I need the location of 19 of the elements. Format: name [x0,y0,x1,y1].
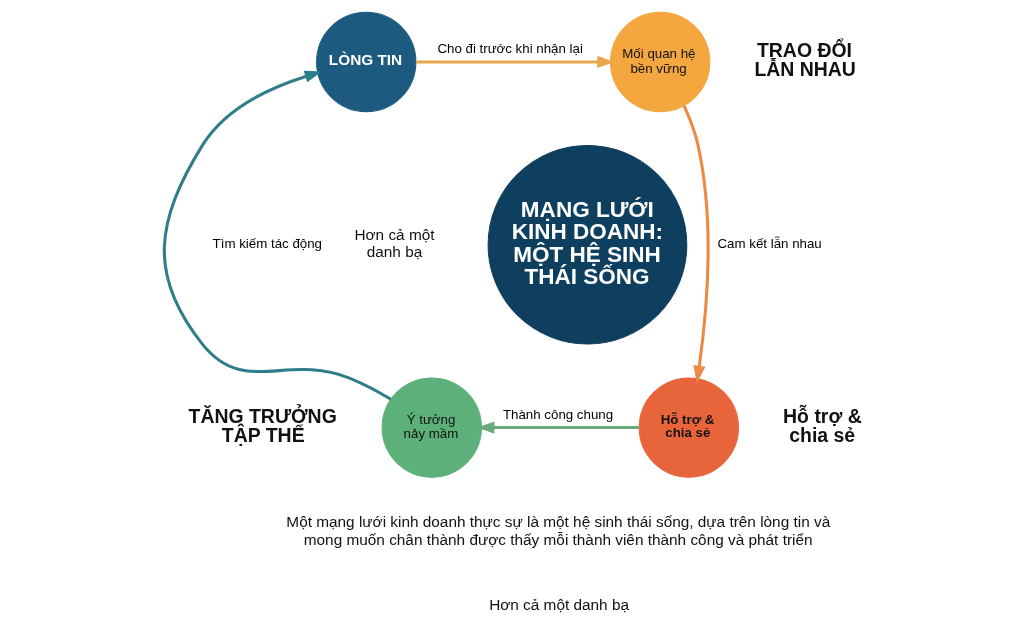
edge-label: Cam kết lẫn nhau [717,236,822,252]
edge-label: Thành công chung [502,406,613,422]
node-label: TRAO ĐỔI LẪN NHAU [753,39,856,81]
label: Hơn cả một danh bạ [353,225,435,261]
node-circle: LÒNG TIN [315,11,416,113]
node-circle: Mối quan hệ bền vững [609,11,710,113]
node-label: Hỗ trợ & chia sẻ [782,404,862,447]
arrow [476,421,639,434]
node-circle: MẠNG LƯỚI KINH DOANH: MỘT HỆ SINH THÁI SỐNG [487,144,687,345]
node-circle: Hỗ trợ & chia sẻ [638,377,739,478]
arrow [682,105,709,384]
edge-label: Cho đi trước khi nhận lại [436,41,583,57]
label: Hơn cả một danh bạ [488,595,629,613]
arrow [415,55,615,69]
arrow [162,70,392,401]
edge-label: Tìm kiếm tác động [212,236,322,252]
node-label: TĂNG TRƯỞNG TẬP THỂ [188,404,337,447]
node-circle: Ý tưởng nảy mầm [381,377,482,478]
label: Một mạng lưới kinh doanh thực sự là một hệ sinh thái sống, dựa trên lòng tin và mong muốn chân thành được thấy mỗi thành viên thành công và phát triển [285,513,830,548]
